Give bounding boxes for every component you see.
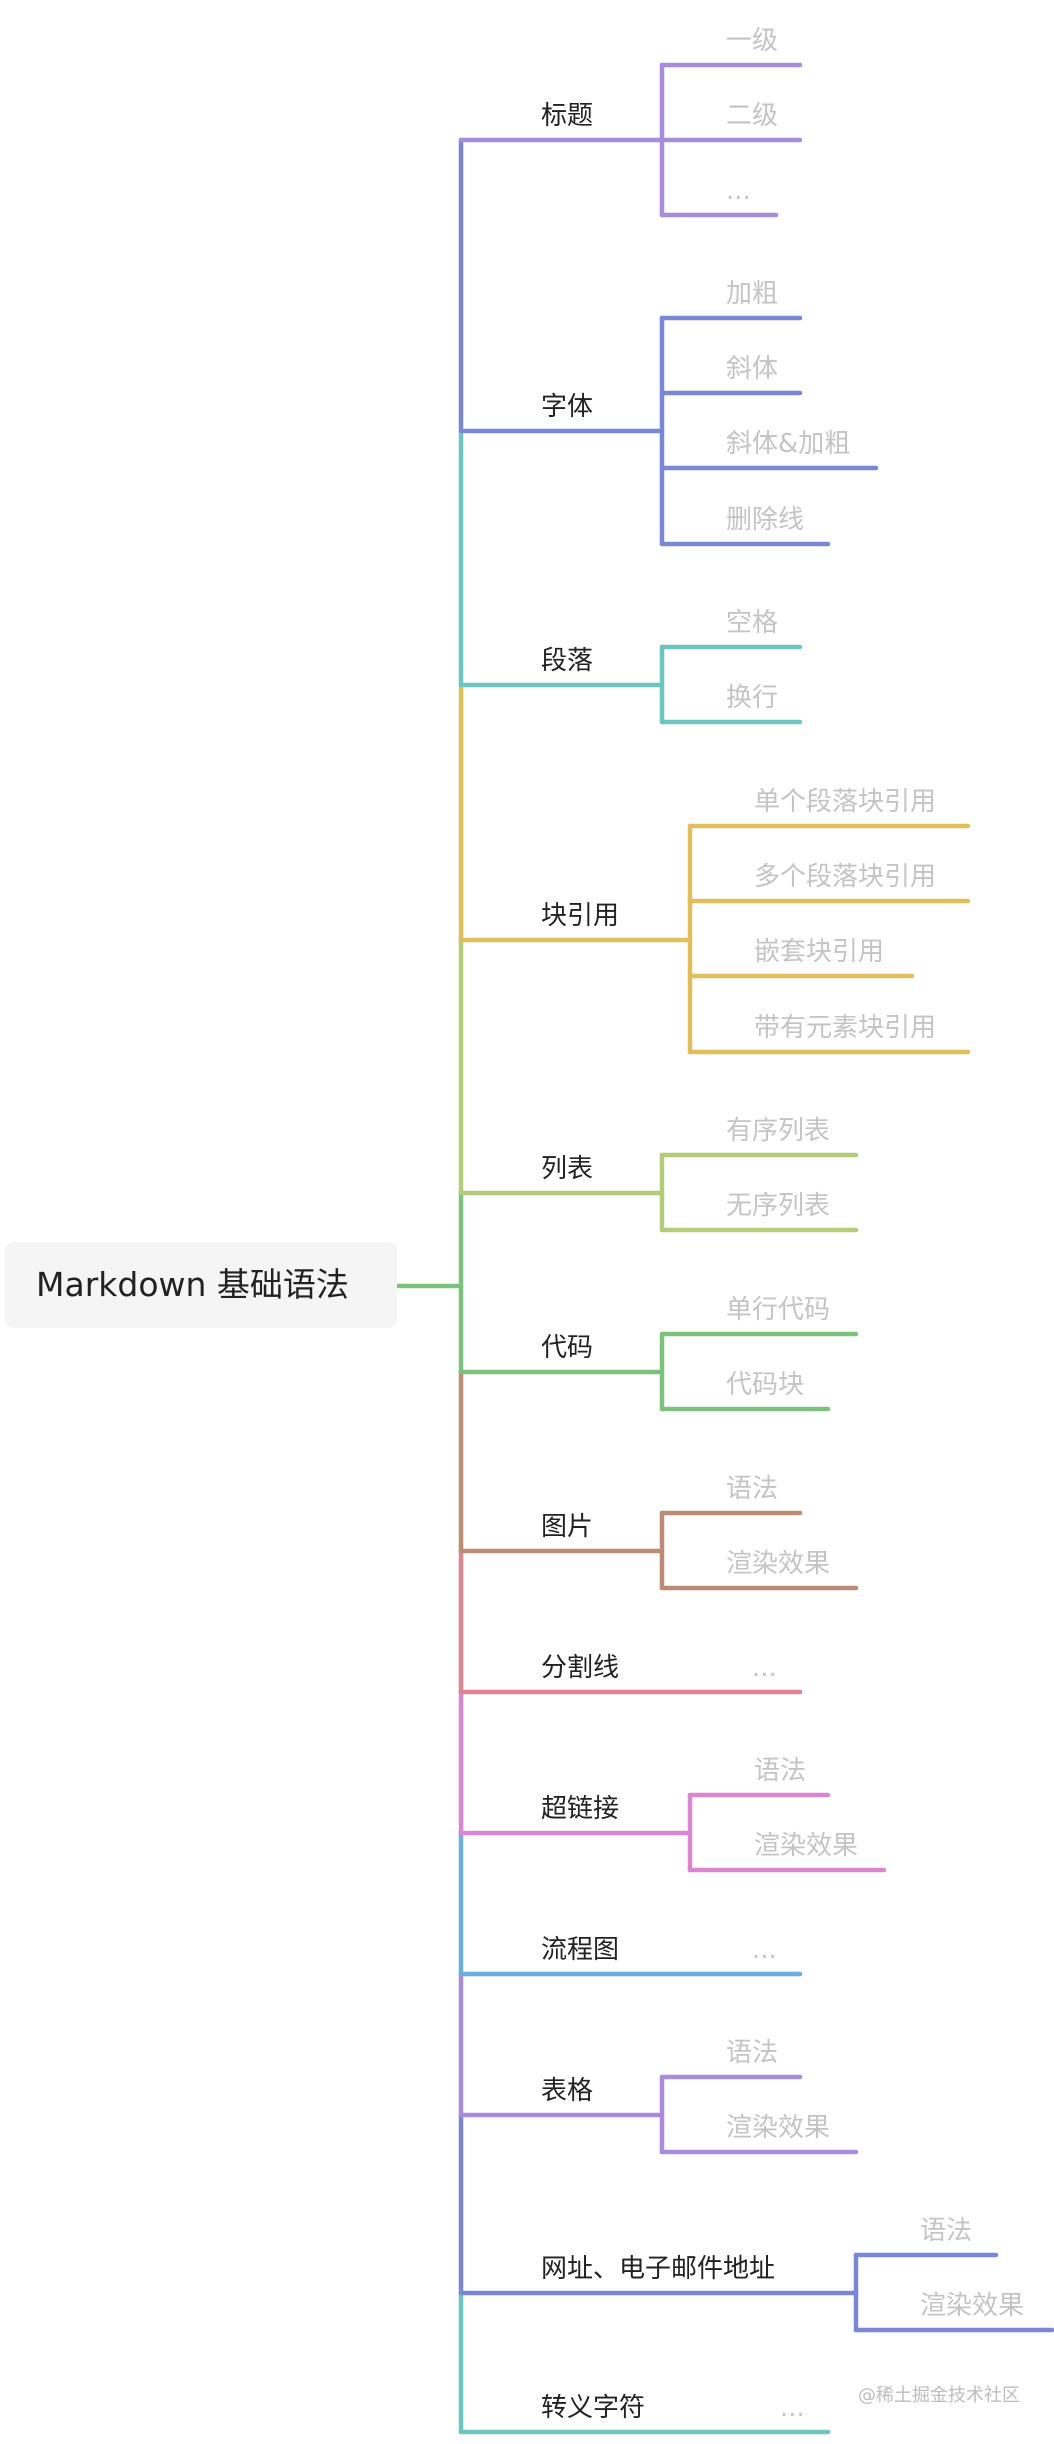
leaf-node-label[interactable]: 渲染效果: [726, 1549, 831, 1579]
branch-node-label[interactable]: 分割线: [541, 1653, 620, 1683]
leaf-node-label[interactable]: 删除线: [726, 505, 805, 535]
branch-node-label[interactable]: 流程图: [541, 1935, 620, 1965]
branch-node-label[interactable]: 表格: [541, 2076, 594, 2106]
leaf-node-label[interactable]: 斜体: [726, 354, 779, 384]
leaf-node-label[interactable]: 单行代码: [726, 1295, 831, 1325]
branch-node-label[interactable]: 图片: [541, 1512, 594, 1542]
branch-node-label[interactable]: 转义字符: [541, 2393, 646, 2423]
leaf-node-label[interactable]: ...: [726, 176, 751, 206]
branch-node-label[interactable]: 段落: [541, 646, 594, 676]
leaf-node-label[interactable]: 带有元素块引用: [754, 1013, 937, 1043]
leaf-node-label[interactable]: 代码块: [726, 1370, 805, 1400]
branch-node-label[interactable]: 标题: [541, 101, 594, 131]
branch-node-label[interactable]: 列表: [541, 1154, 594, 1184]
leaf-node-label[interactable]: 二级: [726, 101, 779, 131]
leaf-node-label[interactable]: 语法: [726, 1474, 779, 1504]
leaf-node-label[interactable]: 空格: [726, 608, 779, 638]
branch-node-label[interactable]: 超链接: [541, 1794, 620, 1824]
leaf-node-label[interactable]: ...: [752, 1935, 777, 1965]
watermark: @稀土掘金技术社区: [858, 2385, 1020, 2406]
leaf-node-label[interactable]: 语法: [920, 2216, 973, 2246]
leaf-node-label[interactable]: 多个段落块引用: [754, 862, 937, 892]
leaf-node-label[interactable]: 渲染效果: [920, 2291, 1025, 2321]
leaf-node-label[interactable]: 渲染效果: [754, 1831, 859, 1861]
branch-node-label[interactable]: 代码: [541, 1333, 594, 1363]
branch-node-label[interactable]: 网址、电子邮件地址: [541, 2254, 776, 2284]
leaf-node-label[interactable]: 有序列表: [726, 1116, 831, 1146]
leaf-node-label[interactable]: 一级: [726, 26, 779, 56]
leaf-node-label[interactable]: 嵌套块引用: [754, 937, 885, 967]
branch-node-label[interactable]: 块引用: [541, 901, 620, 931]
leaf-node-label[interactable]: 加粗: [726, 279, 779, 309]
root-node-label: Markdown 基础语法: [36, 1265, 349, 1304]
leaf-node-label[interactable]: 换行: [726, 683, 779, 713]
branch-node-label[interactable]: 字体: [541, 392, 594, 422]
leaf-node-label[interactable]: 无序列表: [726, 1191, 831, 1221]
leaf-node-label[interactable]: 单个段落块引用: [754, 787, 937, 817]
leaf-node-label[interactable]: ...: [780, 2393, 805, 2423]
leaf-node-label[interactable]: 语法: [754, 1756, 807, 1786]
leaf-node-label[interactable]: 渲染效果: [726, 2113, 831, 2143]
root-node[interactable]: [5, 1242, 397, 1328]
leaf-node-label[interactable]: ...: [752, 1653, 777, 1683]
leaf-node-label[interactable]: 语法: [726, 2038, 779, 2068]
leaf-node-label[interactable]: 斜体&加粗: [726, 429, 851, 459]
